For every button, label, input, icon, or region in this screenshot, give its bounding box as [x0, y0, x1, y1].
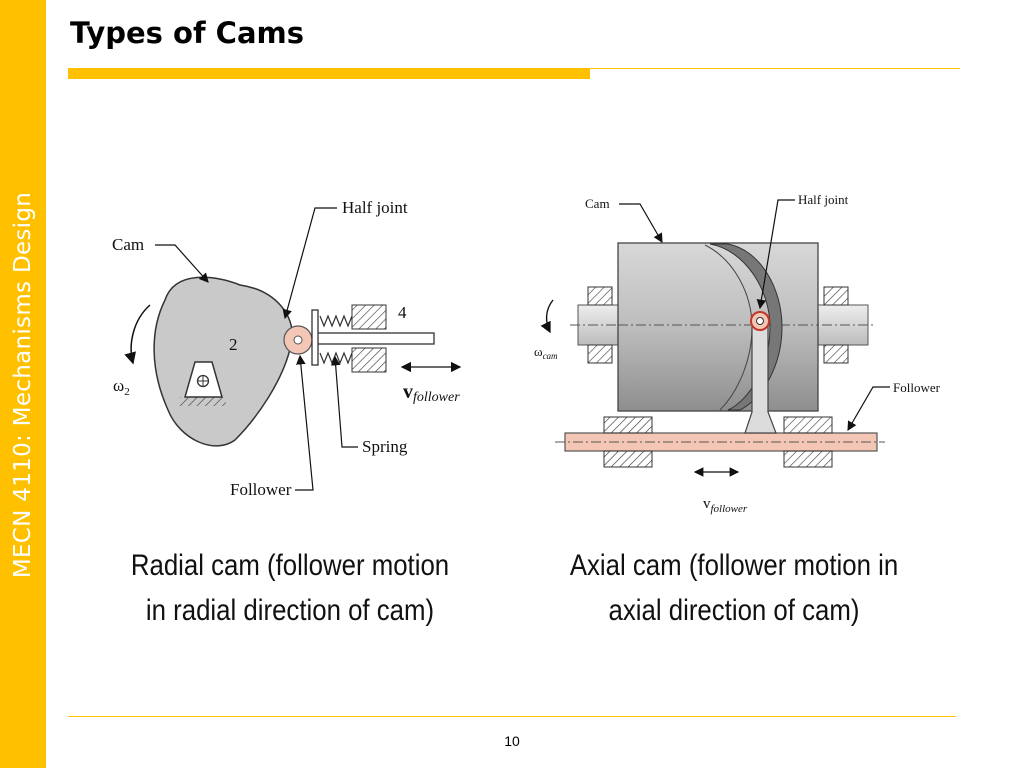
axial-half-joint-label: Half joint — [798, 192, 849, 207]
axial-cam-caption: Axial cam (follower motion in axial dire… — [553, 543, 914, 633]
radial-caption-line-1: Radial cam (follower motion — [130, 549, 450, 582]
svg-text:ωcam: ωcam — [534, 344, 558, 361]
radial-follower-label: Follower — [230, 480, 292, 499]
svg-text:ω2: ω2 — [113, 376, 130, 398]
axial-bearing-right-top — [823, 286, 849, 306]
axial-omega-symbol: ω — [534, 344, 543, 359]
page-number: 10 — [504, 733, 520, 749]
axial-caption-line-2: axial direction of cam) — [608, 594, 860, 627]
radial-guide-top — [351, 304, 387, 330]
radial-velocity-subscript: follower — [413, 390, 460, 405]
slide-title: Types of Cams — [70, 16, 304, 50]
axial-cam-drum — [617, 242, 819, 412]
axial-follower-label: Follower — [893, 380, 941, 395]
radial-spring-label: Spring — [362, 437, 408, 456]
radial-cam-body — [153, 276, 293, 447]
radial-velocity-symbol: v — [403, 381, 413, 403]
radial-follower-number: 4 — [398, 303, 407, 322]
radial-link-number: 2 — [229, 335, 238, 354]
radial-half-joint-label: Half joint — [342, 198, 408, 217]
axial-guide-left-bottom — [603, 450, 653, 468]
axial-bearing-left-bottom — [587, 344, 613, 364]
axial-velocity-symbol: v — [703, 496, 711, 512]
footer-rule — [68, 716, 956, 717]
radial-omega-symbol: ω — [113, 376, 124, 395]
axial-cam-figure: Cam Half joint ωcam Follower vfollower — [534, 192, 941, 515]
axial-caption-line-1: Axial cam (follower motion in — [569, 549, 899, 582]
radial-caption-line-2: in radial direction of cam) — [145, 594, 435, 627]
axial-bearing-right-bottom — [823, 344, 849, 364]
sidebar: MECN 4110: Mechanisms Design — [0, 0, 46, 768]
radial-cam-caption: Radial cam (follower motion in radial di… — [109, 543, 470, 633]
axial-guide-right-top — [783, 416, 833, 434]
axial-cam-label: Cam — [585, 196, 610, 211]
radial-cam-figure: Cam Half joint 2 4 ω2 vfollower Spring F… — [112, 198, 462, 499]
radial-omega-subscript: 2 — [124, 386, 130, 398]
title-underline — [68, 68, 590, 79]
radial-guide-bottom — [351, 347, 387, 373]
axial-guide-right-bottom — [783, 450, 833, 468]
course-name: MECN 4110: Mechanisms Design — [10, 191, 36, 579]
axial-guide-left-top — [603, 416, 653, 434]
axial-velocity-subscript: follower — [711, 503, 748, 515]
title-rule — [590, 68, 960, 69]
radial-follower-rod — [316, 332, 435, 345]
axial-omega-subscript: cam — [543, 351, 558, 361]
svg-text:vfollower: vfollower — [403, 381, 460, 405]
radial-ground-hatch — [180, 397, 226, 406]
axial-bearing-left-top — [587, 286, 613, 306]
svg-text:vfollower: vfollower — [703, 496, 748, 515]
radial-spring — [319, 314, 353, 328]
radial-cam-label: Cam — [112, 235, 144, 254]
